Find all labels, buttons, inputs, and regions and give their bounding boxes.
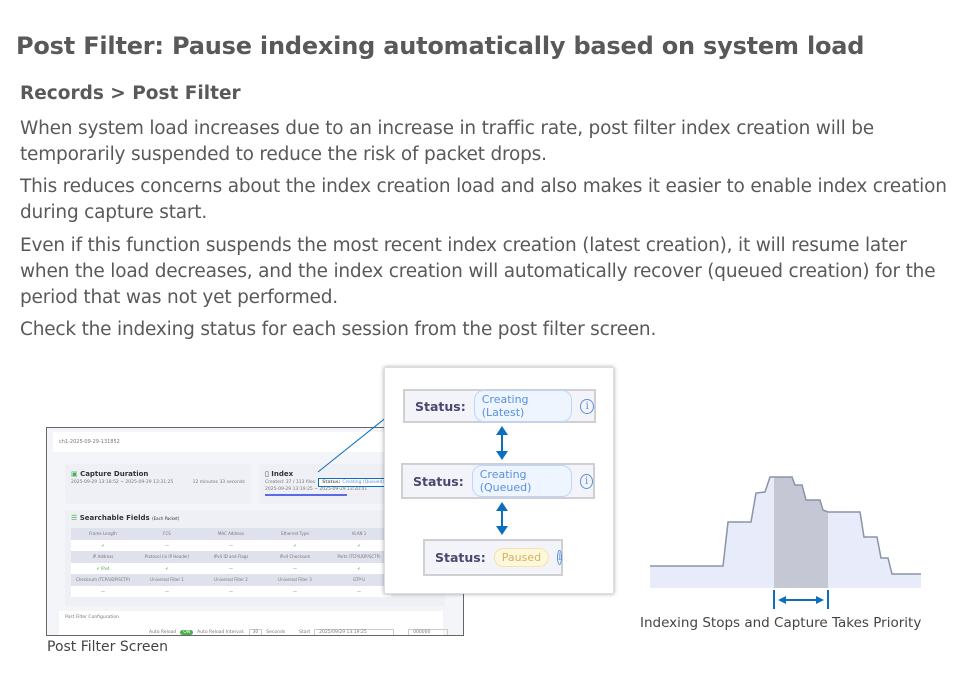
paragraph: Even if this function suspends the most … (20, 235, 936, 308)
status-badge: Creating (Latest) (473, 390, 573, 422)
table-row: Checksum (TCP/UDP/SCTP) Universal Filter … (71, 574, 391, 586)
table-cell: — (229, 542, 233, 548)
status-badge: Paused (493, 548, 550, 567)
table-row: Frame Length FCS MAC Address Ethernet Type V… (71, 528, 391, 540)
table-cell: Ethernet Type (281, 531, 309, 537)
table-cell: — (165, 542, 169, 548)
paragraph: This reduces concerns about the index cr… (20, 176, 947, 223)
table-cell: ✔ (165, 565, 169, 571)
duration-arrow-icon (773, 590, 829, 609)
session-name: ch1-2025-09-29-131852 (53, 432, 463, 452)
screen-caption: Post Filter Screen (47, 639, 168, 655)
table-cell: ✔ (293, 542, 297, 548)
status-queued: Status: Creating (Queued) i (401, 463, 595, 499)
table-cell: Protocol (in IP Header) (144, 554, 190, 560)
status-paused: Status: Paused i (423, 539, 563, 576)
table-row: ✔ IPv4 ✔ — — ✔ (71, 562, 391, 574)
file-icon: ▯ (265, 470, 269, 478)
table-row: IP Address Protocol (in IP Header) IPv4 ID… (71, 551, 391, 563)
start-date-input[interactable]: 2025/09/29 13:19:25 (314, 629, 395, 635)
table-cell: — (293, 588, 297, 594)
table-cell: ✔ IPv4 (96, 565, 110, 571)
capture-duration-card: ▣ Capture Duration 2025-09-29 13:18:52 ~… (65, 464, 251, 504)
table-cell: IP Address (92, 554, 114, 560)
table-cell: ✔ (101, 542, 105, 548)
table-cell: ✔ (357, 542, 361, 548)
double-arrow-icon (496, 502, 508, 535)
info-icon[interactable]: i (580, 473, 593, 489)
table-cell: — (293, 565, 297, 571)
table-row: — — — — — (71, 585, 391, 597)
double-arrow-icon (496, 426, 508, 460)
table-cell: — (357, 588, 361, 594)
table-cell: GTP-U (352, 577, 366, 583)
table-cell: IPv4 Checksum (279, 554, 311, 560)
table-cell: Checksum (TCP/UDP/SCTP) (76, 577, 130, 583)
status-callout-panel: Status: Creating (Latest) i Status: Crea… (384, 367, 614, 594)
table-cell: — (229, 588, 233, 594)
config-card: Post Filter Configuration Auto Reload ON… (59, 611, 449, 635)
status-latest: Status: Creating (Latest) i (403, 389, 596, 423)
table-cell: Universal Filter 3 (278, 577, 312, 583)
table-cell: Frame Length (89, 531, 117, 537)
end-input[interactable]: 000000 (408, 629, 449, 635)
chart-caption: Indexing Stops and Capture Takes Priorit… (640, 615, 922, 631)
table-row: ✔ — — ✔ ✔ (71, 539, 391, 551)
table-cell: — (165, 588, 169, 594)
table-cell: MAC Address (217, 531, 245, 537)
searchable-fields-table: Frame Length FCS MAC Address Ethernet Type V… (71, 528, 391, 597)
paragraph: Check the indexing status for each sessi… (20, 319, 657, 340)
load-illustration (650, 476, 921, 609)
file-icon: ▣ (71, 470, 78, 478)
info-icon[interactable]: i (557, 550, 563, 565)
table-cell: VLAN 1 (351, 531, 367, 537)
table-cell: — (229, 565, 233, 571)
load-line (650, 476, 921, 575)
index-progress (265, 494, 365, 496)
breadcrumb: Records > Post Filter (20, 83, 241, 104)
interval-select[interactable]: 30 (248, 629, 263, 635)
table-cell: Universal Filter 1 (150, 577, 184, 583)
table-cell: FCS (163, 531, 171, 537)
info-icon[interactable]: i (580, 398, 594, 414)
table-cell: ✔ (357, 565, 361, 571)
paragraph: When system load increases due to an inc… (20, 118, 874, 165)
table-cell: — (101, 588, 105, 594)
page-title: Post Filter: Pause indexing automaticall… (16, 32, 865, 60)
status-badge: Creating (Queued) (471, 465, 573, 497)
table-cell: Ports (TCP/UDP/SCTP) (337, 554, 381, 560)
status-badge: Creating (Queued) (342, 480, 385, 485)
table-cell: Universal Filter 2 (214, 577, 248, 583)
auto-reload-toggle[interactable]: ON (180, 630, 194, 635)
list-icon: ☰ (71, 514, 78, 522)
paused-band (774, 477, 828, 588)
table-cell: IPv4 ID and Flags (213, 554, 249, 560)
